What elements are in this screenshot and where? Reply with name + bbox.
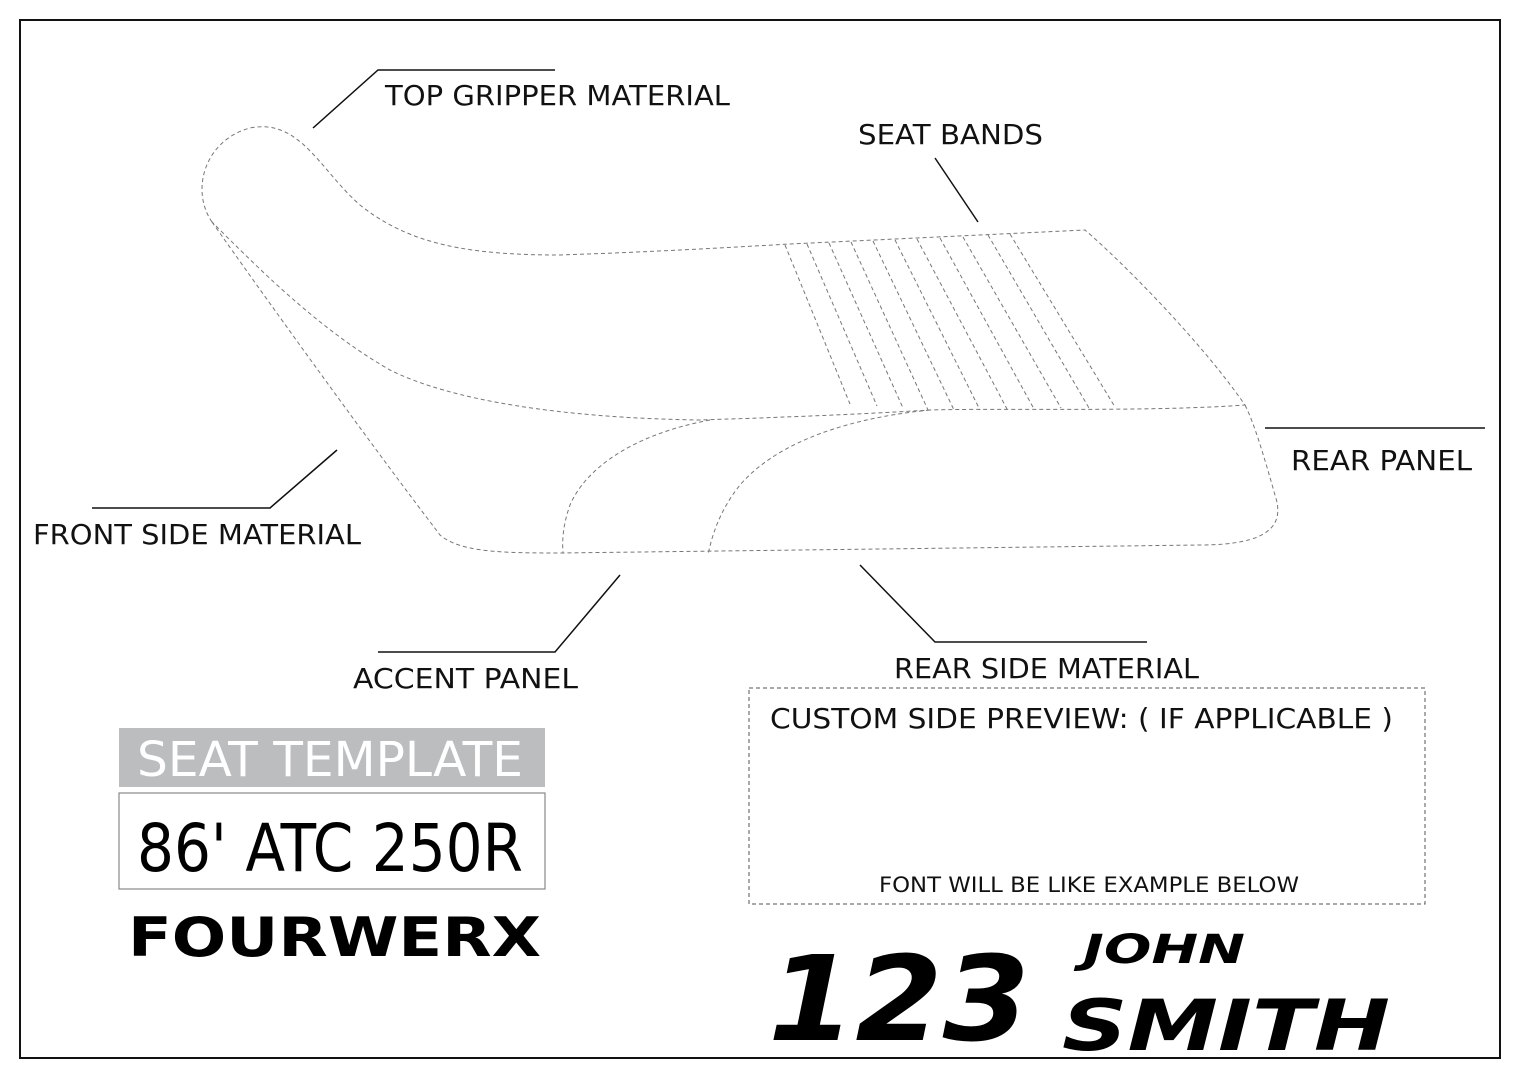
font-example-note: FONT WILL BE LIKE EXAMPLE BELOW [879, 873, 1299, 897]
rear-panel-label: REAR PANEL [1291, 444, 1472, 477]
example-last-name: SMITH [1062, 985, 1390, 1067]
top-gripper-label: TOP GRIPPER MATERIAL [384, 79, 730, 112]
rear-side-label: REAR SIDE MATERIAL [894, 652, 1199, 685]
custom-side-preview-title: CUSTOM SIDE PREVIEW: ( IF APPLICABLE ) [770, 702, 1393, 735]
example-first-name: JOHN [1073, 927, 1245, 973]
template-model-box [118, 792, 546, 890]
accent-panel-outline [562, 419, 711, 554]
rear-side-leader [859, 564, 1147, 643]
custom-side-preview-box [748, 687, 1426, 905]
seat-outline [201, 126, 1279, 556]
template-model: 86' ATC 250R [137, 810, 523, 887]
front-side-label: FRONT SIDE MATERIAL [33, 518, 361, 551]
example-number: 123 [768, 930, 1030, 1068]
seat-bands-label: SEAT BANDS [858, 118, 1043, 151]
seat-bands-lines [784, 233, 1116, 411]
accent-panel-label: ACCENT PANEL [353, 662, 578, 695]
front-side-outline [211, 221, 1279, 554]
template-heading: SEAT TEMPLATE [137, 732, 523, 788]
rear-side-outline [707, 409, 931, 556]
seat-bands-leader [934, 157, 979, 223]
accent-panel-leader [378, 574, 621, 653]
front-side-leader [92, 449, 338, 509]
page-frame [19, 19, 1501, 1059]
top-gripper-leader [312, 69, 555, 129]
fourwerx-logo: FOURWERX [128, 906, 541, 969]
template-heading-bg [119, 728, 545, 787]
top-gripper-outline [201, 126, 1246, 421]
